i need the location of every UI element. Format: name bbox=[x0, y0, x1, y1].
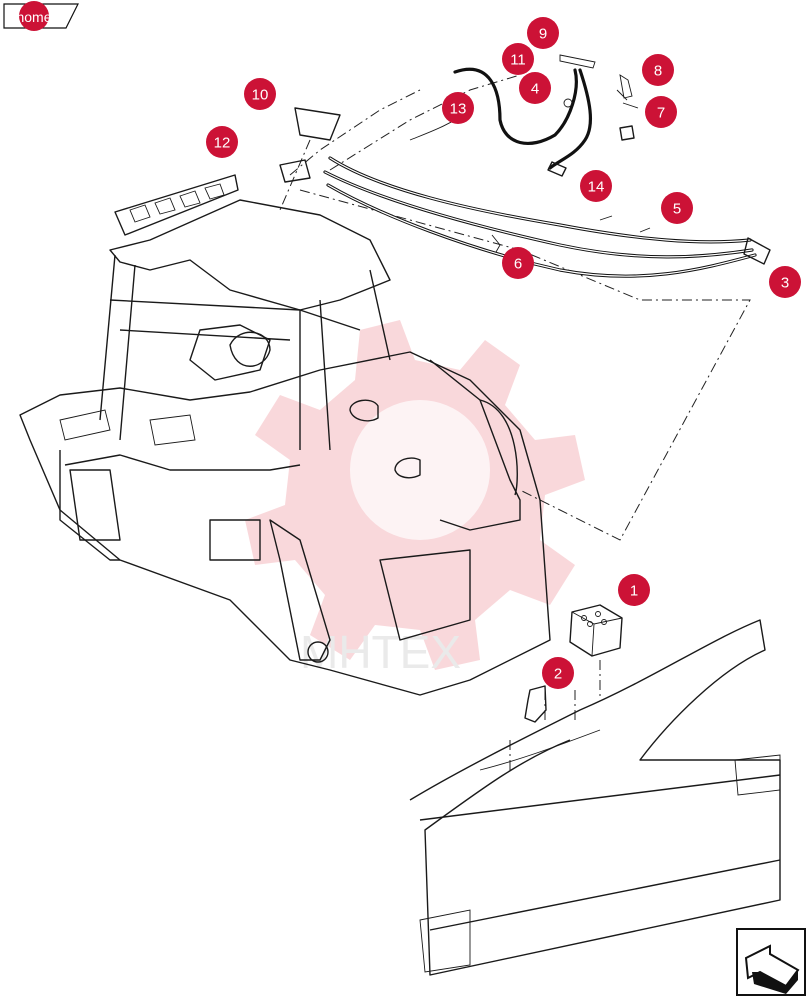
callout-3[interactable]: 3 bbox=[769, 266, 801, 298]
callout-number: 9 bbox=[539, 26, 547, 43]
callout-number: 2 bbox=[554, 666, 562, 683]
callout-badge bbox=[244, 78, 276, 110]
callout-number: 12 bbox=[214, 135, 231, 152]
callout-number: 7 bbox=[657, 105, 665, 122]
harness-assembly bbox=[279, 54, 771, 278]
callout-8[interactable]: 8 bbox=[642, 54, 674, 86]
callout-1[interactable]: 1 bbox=[618, 574, 650, 606]
callout-10[interactable]: 10 bbox=[244, 78, 276, 110]
callout-9[interactable]: 9 bbox=[527, 17, 559, 49]
callout-badge bbox=[618, 574, 650, 606]
callout-number: 10 bbox=[252, 87, 269, 104]
callout-11[interactable]: 11 bbox=[502, 43, 534, 75]
connector-block bbox=[569, 604, 623, 657]
callout-badge bbox=[502, 247, 534, 279]
callout-12[interactable]: 12 bbox=[206, 126, 238, 158]
callout-badge bbox=[769, 266, 801, 298]
callout-number: 5 bbox=[673, 201, 681, 218]
callout-badge bbox=[580, 170, 612, 202]
callout-badge bbox=[206, 126, 238, 158]
callout-badge bbox=[645, 96, 677, 128]
callout-13[interactable]: 13 bbox=[442, 92, 474, 124]
callout-number: 8 bbox=[654, 63, 662, 80]
next-page-arrow-icon[interactable] bbox=[736, 928, 806, 996]
callout-badge bbox=[442, 92, 474, 124]
callout-number: 4 bbox=[531, 81, 539, 98]
callout-14[interactable]: 14 bbox=[580, 170, 612, 202]
watermark-logo: MHTEX bbox=[245, 320, 585, 678]
callout-number: 14 bbox=[588, 179, 605, 196]
callout-4[interactable]: 4 bbox=[519, 72, 551, 104]
callout-number: 3 bbox=[781, 275, 789, 292]
callout-badge bbox=[661, 192, 693, 224]
callout-number: 1 bbox=[630, 583, 638, 600]
callout-7[interactable]: 7 bbox=[645, 96, 677, 128]
callout-badge bbox=[642, 54, 674, 86]
dozer-blade bbox=[409, 619, 781, 976]
mounting-bracket bbox=[524, 685, 547, 723]
callout-badge bbox=[502, 43, 534, 75]
home-button[interactable]: home bbox=[3, 1, 79, 31]
callout-number: 13 bbox=[450, 101, 467, 118]
callout-6[interactable]: 6 bbox=[502, 247, 534, 279]
callout-number: 6 bbox=[514, 256, 522, 273]
callout-badge bbox=[527, 17, 559, 49]
dozer-frame bbox=[19, 174, 551, 696]
callout-badge bbox=[519, 72, 551, 104]
callout-5[interactable]: 5 bbox=[661, 192, 693, 224]
home-label: home bbox=[16, 9, 51, 25]
callout-number: 11 bbox=[510, 52, 526, 69]
callout-2[interactable]: 2 bbox=[542, 657, 574, 689]
callout-badge bbox=[542, 657, 574, 689]
